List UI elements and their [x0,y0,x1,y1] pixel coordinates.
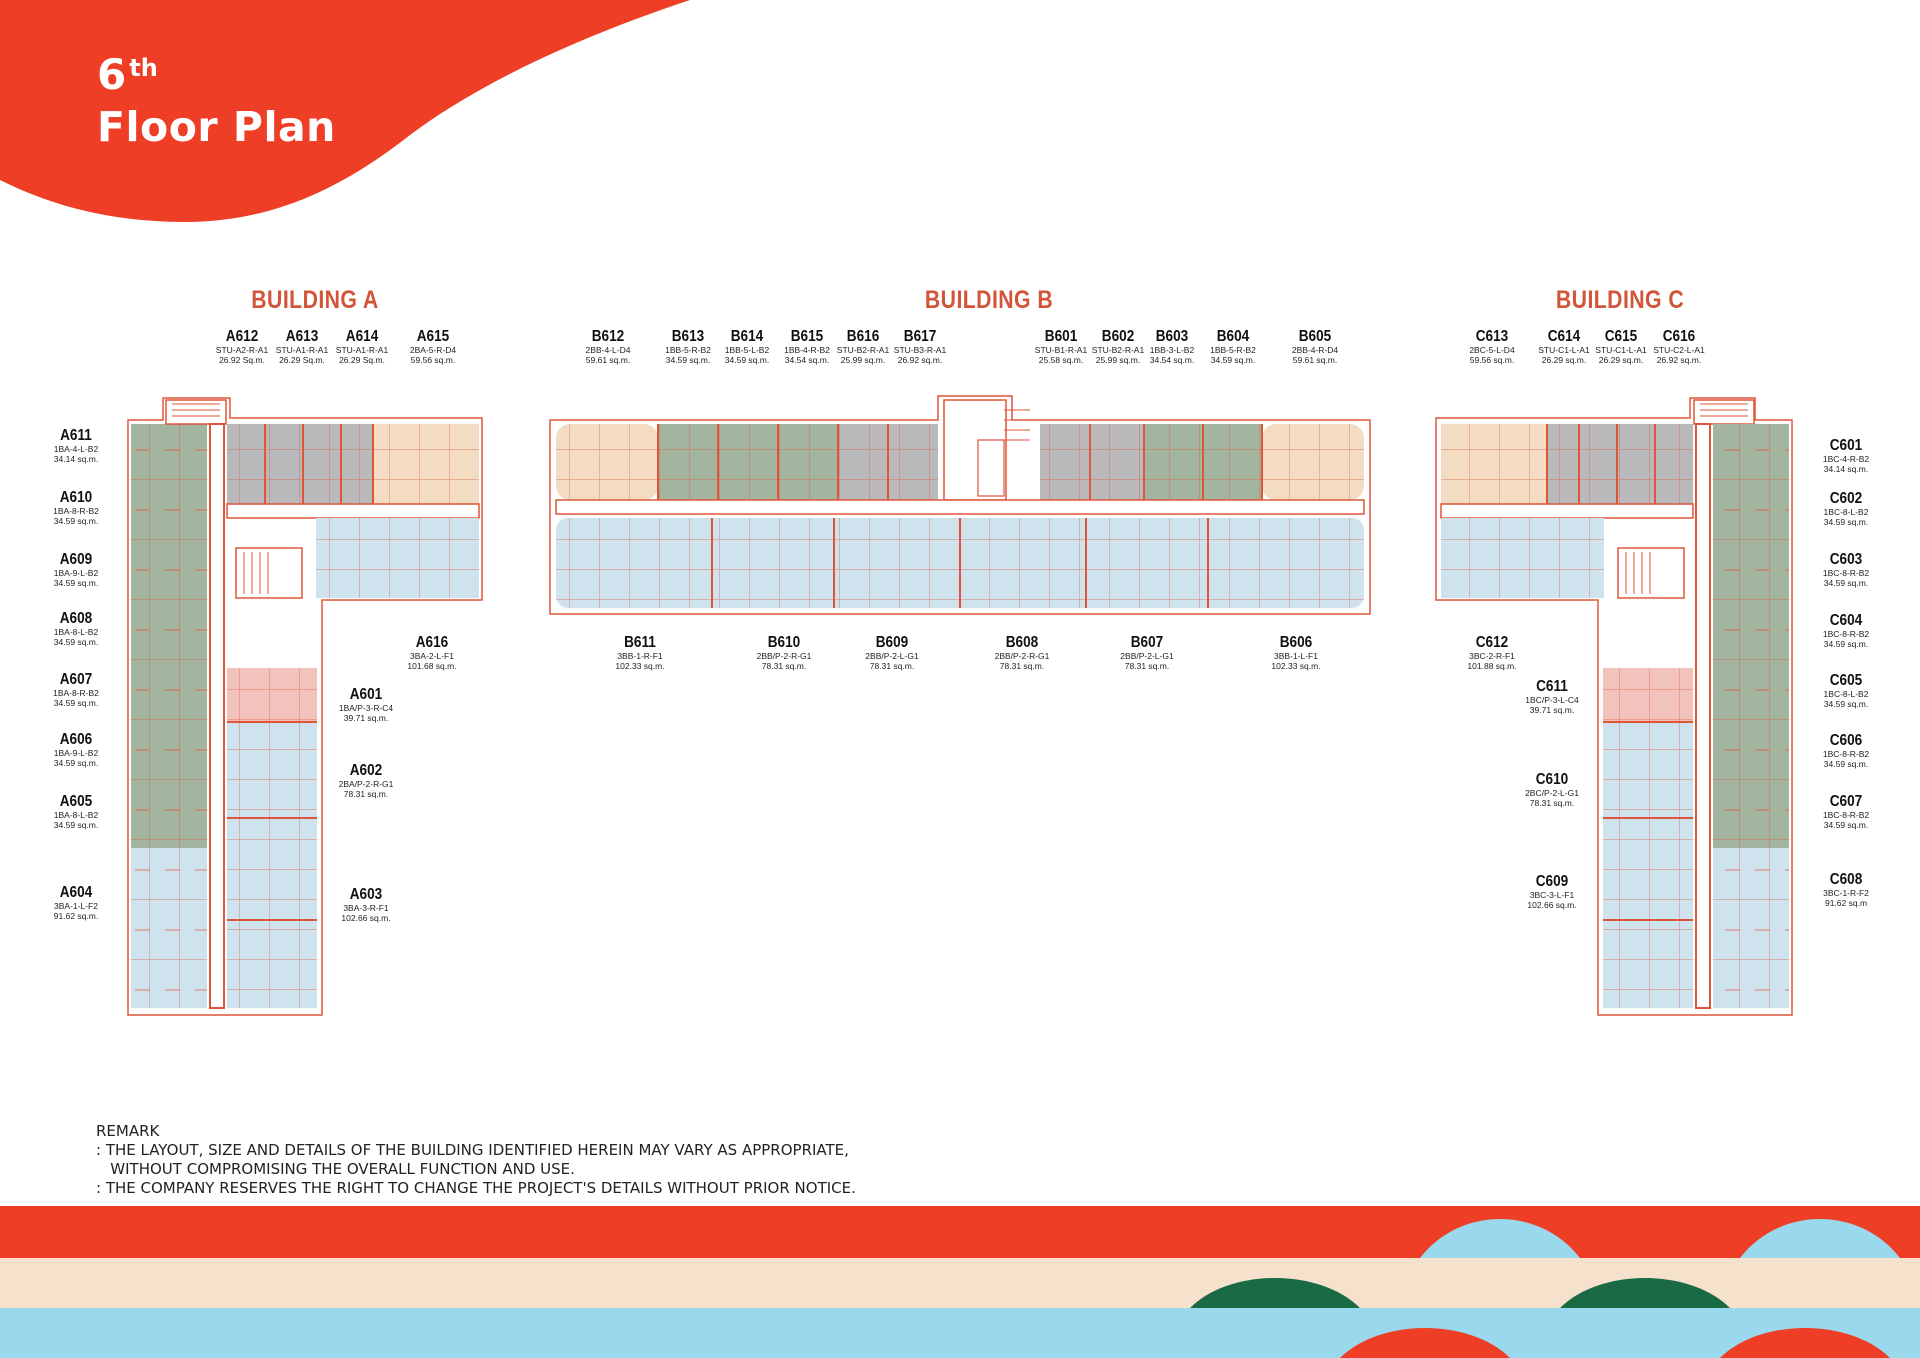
header-blob [0,0,690,222]
remark-title: REMARK [96,1122,160,1140]
remark-line: WITHOUT COMPROMISING THE OVERALL FUNCTIO… [96,1160,575,1178]
building-a-title: BUILDING A [251,286,379,314]
remark-line: : THE COMPANY RESERVES THE RIGHT TO CHAN… [96,1179,856,1197]
building-c-plan [1435,397,1793,1016]
floor-label: Floor Plan [97,103,336,151]
footer-waves [0,1206,1920,1358]
floor-suffix: th [129,54,158,82]
remark-block: REMARK : THE LAYOUT, SIZE AND DETAILS OF… [96,1122,856,1198]
building-b-title: BUILDING B [924,286,1054,314]
building-b-plan [549,395,1371,615]
remark-line: : THE LAYOUT, SIZE AND DETAILS OF THE BU… [96,1141,849,1159]
building-c-title: BUILDING C [1555,286,1685,314]
building-a-plan [127,397,483,1016]
floor-number: 6 [97,50,127,99]
